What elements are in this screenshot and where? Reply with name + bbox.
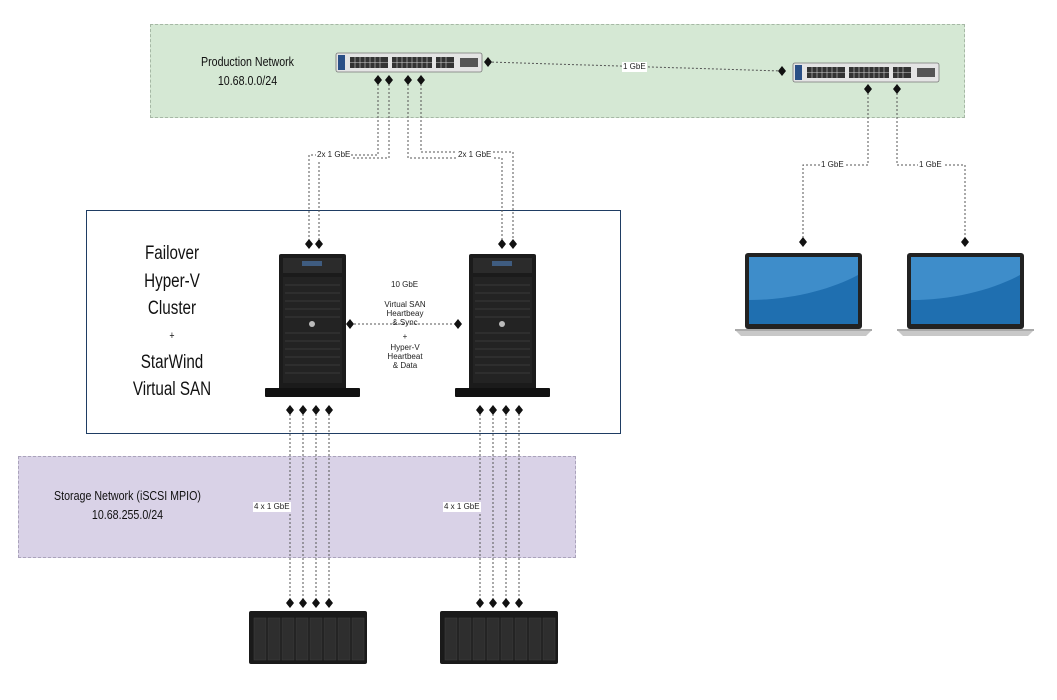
cluster-title-line: + [169,329,175,342]
switch-2 [792,62,940,83]
storage-network-zone [18,456,576,558]
storage-network-subnet: 10.68.255.0/24 [91,507,164,522]
server2-uplink-label: 2x 1 GbE [457,150,493,160]
cluster-title-line: Cluster [147,298,197,319]
server-1 [265,254,360,397]
cluster-title-line: StarWind [140,351,204,373]
laptop-1 [735,253,872,336]
switch-to-switch-label: 1 GbE [622,62,647,72]
nas-1 [249,611,367,664]
switch-1 [335,52,483,73]
server-2 [455,254,550,397]
laptop2-link-label: 1 GbE [918,160,943,170]
production-network-subnet: 10.68.0.0/24 [217,73,278,88]
server-interlink-plus: + [402,332,408,341]
switch-to-server2-link-a [407,80,503,244]
switch-to-server2-link-b [420,80,514,244]
server-interlink-speed: 10 GbE [390,280,420,290]
production-network-label: Production Network 10.68.0.0/24 [184,52,311,90]
laptop-2 [897,253,1034,336]
cluster-title: Failover Hyper-V Cluster + StarWind Virt… [124,240,220,404]
server1-storage-label: 4 x 1 GbE [253,502,291,512]
nas-2 [440,611,558,664]
connection-lines [289,61,966,603]
cluster-title-line: Hyper-V [144,270,200,292]
server2-storage-label: 4 x 1 GbE [443,502,481,512]
storage-network-name: Storage Network (iSCSI MPIO) [54,488,201,503]
server-interlink-desc-hyperv: Hyper-V Heartbeat & Data [387,343,423,370]
cluster-title-line: Virtual SAN [132,379,212,400]
switch-to-server1-link-b [318,80,390,244]
laptop1-link-label: 1 GbE [820,160,845,170]
production-network-name: Production Network [200,54,295,69]
switch-to-switch-link [487,61,783,72]
cluster-title-line: Failover [144,243,200,264]
cluster-container [86,210,621,434]
server-interlink-desc-vsan: Virtual SAN Heartbeay & Sync [384,300,426,327]
server1-uplink-label: 2x 1 GbE [316,150,352,160]
storage-network-label: Storage Network (iSCSI MPIO) 10.68.255.0… [48,486,208,524]
